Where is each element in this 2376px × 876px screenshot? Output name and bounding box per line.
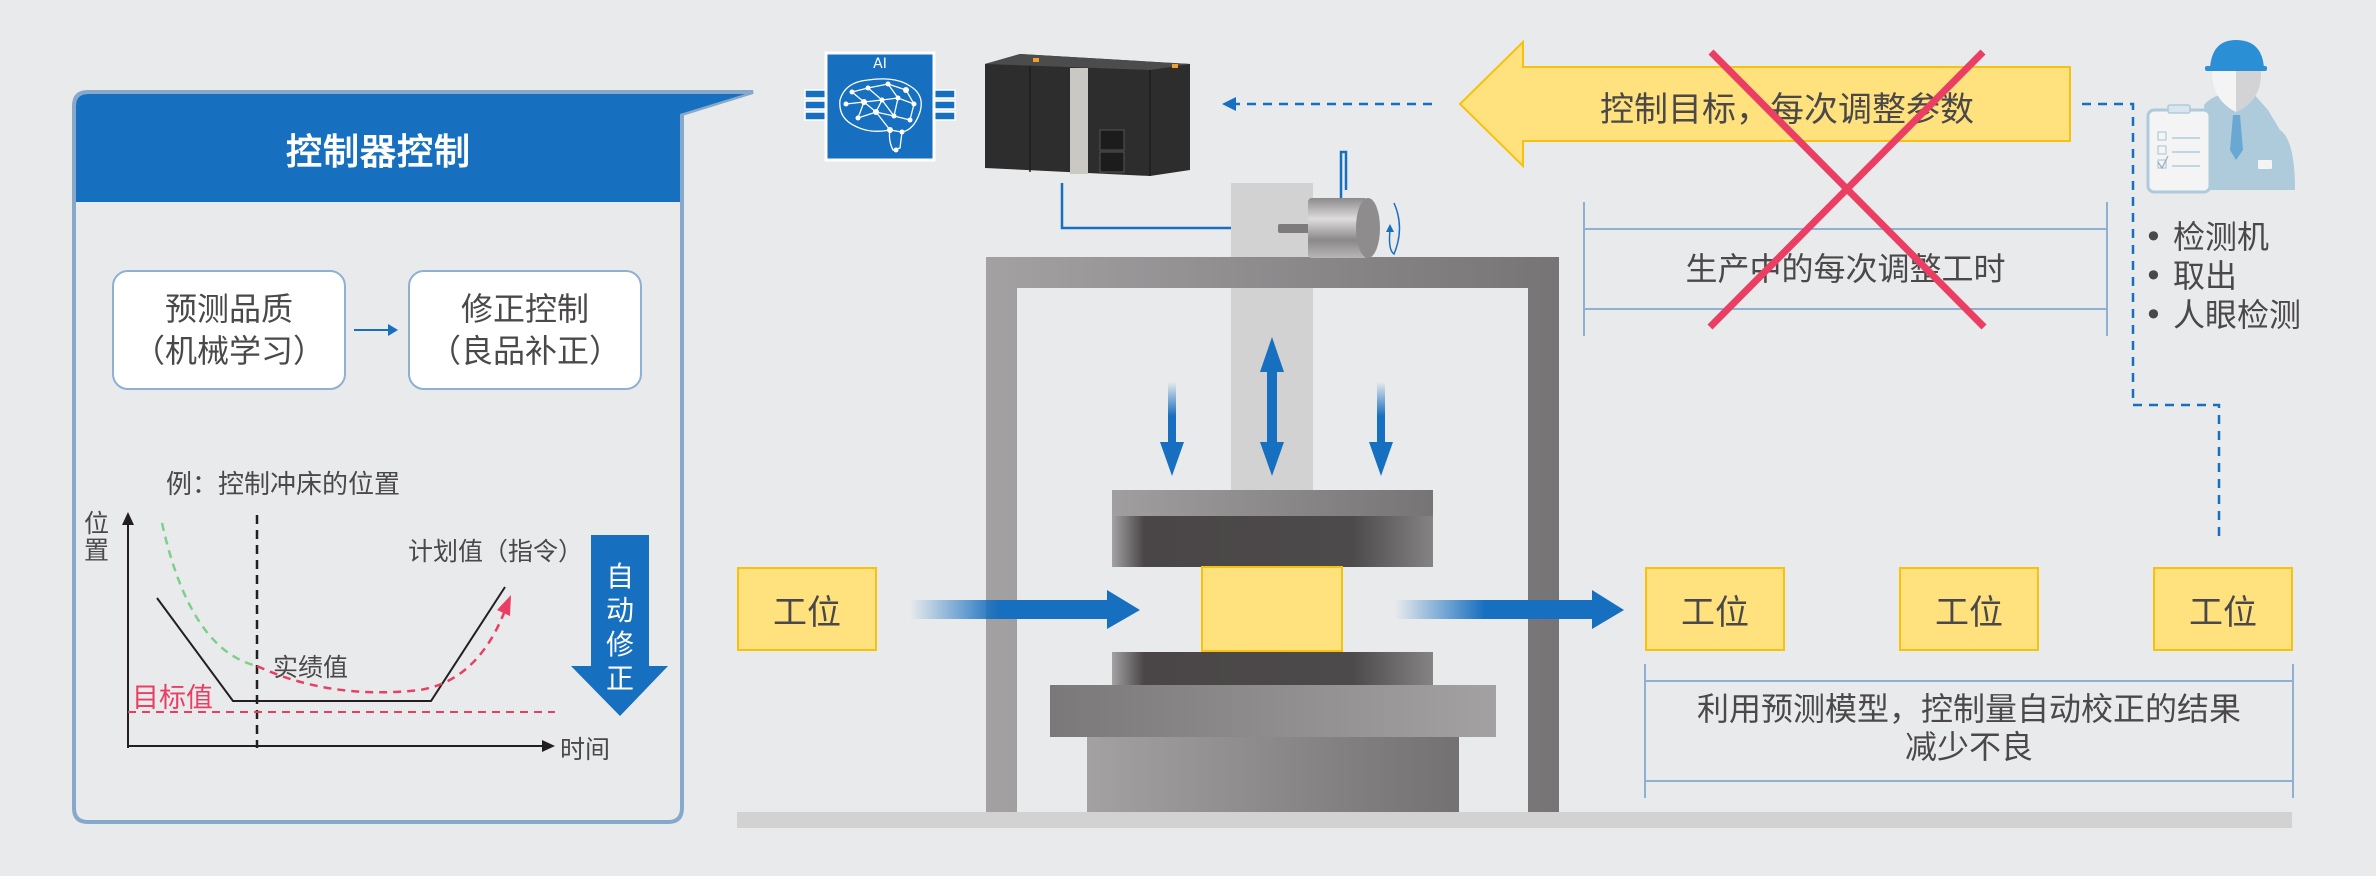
press-up-down-arrow-icon bbox=[1260, 337, 1284, 476]
position-chart bbox=[122, 512, 668, 752]
feedback-dashed-arrow bbox=[1222, 97, 1432, 111]
x-axis-arrow-icon bbox=[542, 740, 555, 752]
press-down-arrow-right-icon bbox=[1369, 382, 1393, 476]
panel-title: 控制器控制 bbox=[285, 131, 471, 173]
feed-out-arrow-icon bbox=[1395, 590, 1624, 629]
y-axis-label-char: 位 bbox=[84, 509, 110, 538]
step-correct-line2: （良品补正） bbox=[428, 332, 621, 370]
inspection-item: • 人眼检测 bbox=[2144, 296, 2302, 334]
adjustment-hours-label: 生产中的每次调整工时 bbox=[1685, 250, 2006, 288]
result-description: 利用预测模型，控制量自动校正的结果 减少不良 bbox=[1645, 690, 2293, 766]
rotation-arrow-icon bbox=[1386, 224, 1394, 232]
auto-correct-char: 自 bbox=[605, 560, 634, 593]
step-correction-control: 修正控制 （良品补正） bbox=[408, 270, 642, 390]
example-caption: 例：控制冲床的位置 bbox=[166, 470, 401, 500]
station-output-3: 工位 bbox=[2153, 567, 2293, 651]
auto-correct-arrow-icon bbox=[571, 535, 668, 716]
y-axis-label: 位置 bbox=[84, 510, 112, 564]
step-predict-quality: 预测品质 （机械学习） bbox=[112, 270, 346, 390]
actual-value-label: 实绩值 bbox=[273, 653, 349, 682]
planned-value-label: 计划值（指令） bbox=[408, 537, 584, 566]
ai-label: AI bbox=[873, 56, 887, 72]
inspection-dashed-line bbox=[2082, 102, 2221, 540]
control-target-label: 控制目标，每次调整参数 bbox=[1600, 90, 1974, 130]
ai-brain-icon bbox=[804, 51, 956, 162]
station-output-1: 工位 bbox=[1645, 567, 1785, 651]
y-axis-label-char: 置 bbox=[84, 536, 110, 565]
inspection-list: • 检测机 • 取出 • 人眼检测 bbox=[2144, 218, 2301, 335]
upper-die bbox=[1112, 516, 1433, 567]
workpiece bbox=[1201, 566, 1343, 652]
press-machine bbox=[737, 183, 2292, 828]
result-line1: 利用预测模型，控制量自动校正的结果 bbox=[1696, 690, 2241, 728]
bracket-bottom bbox=[1644, 664, 2294, 798]
press-down-arrow-left-icon bbox=[1160, 382, 1184, 476]
feed-in-arrow-icon bbox=[910, 590, 1140, 629]
actual-arrow-icon bbox=[497, 595, 511, 616]
result-line2: 减少不良 bbox=[1904, 728, 2033, 766]
planned-line bbox=[156, 586, 506, 702]
plc-controller-icon bbox=[985, 54, 1190, 176]
target-value-label: 目标值 bbox=[132, 683, 213, 714]
step-correct-line1: 修正控制 bbox=[460, 290, 589, 328]
step-predict-line1: 预测品质 bbox=[164, 290, 293, 328]
auto-correct-char: 修 bbox=[605, 628, 634, 661]
lower-die bbox=[1112, 652, 1433, 685]
actual-line-before bbox=[160, 522, 258, 668]
upper-plate bbox=[1112, 490, 1433, 516]
auto-correct-char: 正 bbox=[605, 662, 634, 695]
step-predict-line2: （机械学习） bbox=[132, 332, 325, 370]
step-arrow-icon bbox=[354, 324, 398, 336]
actual-line-after bbox=[256, 604, 509, 694]
auto-correct-char: 动 bbox=[605, 594, 634, 627]
station-input: 工位 bbox=[737, 567, 877, 651]
inspection-item: • 取出 bbox=[2144, 257, 2238, 295]
inspector-icon bbox=[2146, 40, 2295, 194]
panel-header bbox=[76, 94, 745, 202]
floor bbox=[737, 812, 2292, 828]
inspection-item: • 检测机 bbox=[2144, 218, 2270, 256]
y-axis-arrow-icon bbox=[122, 512, 134, 525]
auto-correct-label: 自动修正 bbox=[600, 560, 640, 696]
x-axis-label: 时间 bbox=[560, 735, 611, 764]
control-wire bbox=[1060, 150, 1348, 230]
station-output-2: 工位 bbox=[1899, 567, 2039, 651]
servo-motor-icon bbox=[1278, 198, 1401, 258]
bolster bbox=[1050, 685, 1496, 737]
